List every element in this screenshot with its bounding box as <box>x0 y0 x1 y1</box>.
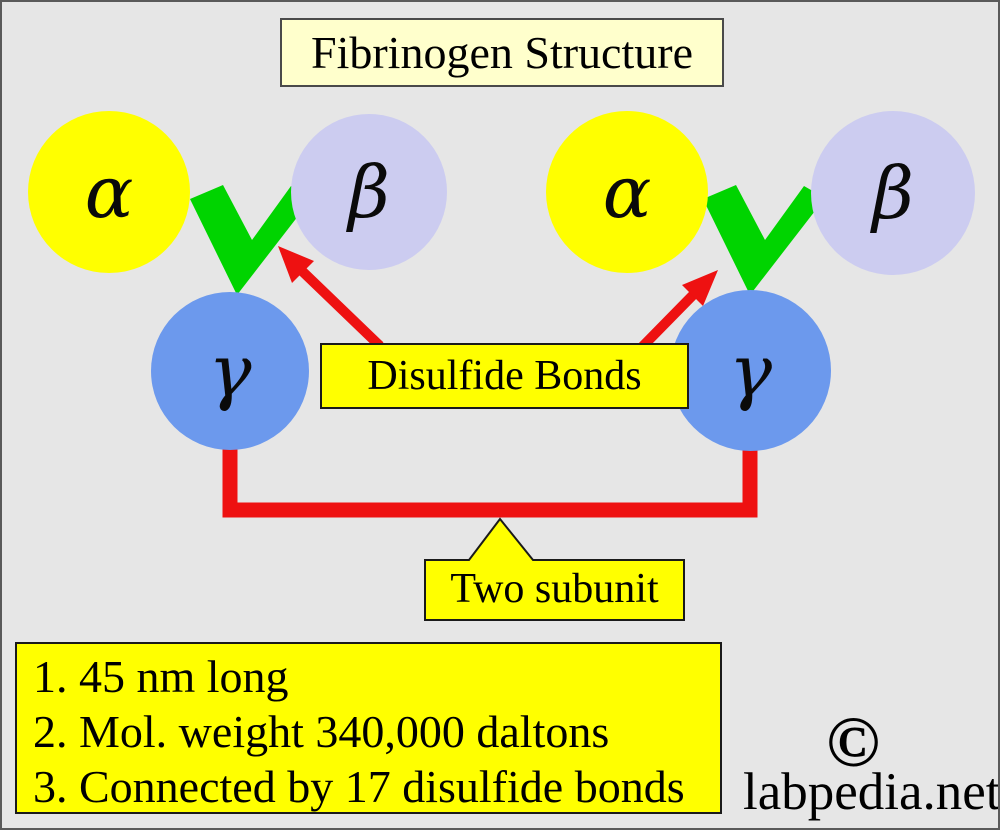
two-subunit-label: Two subunit <box>425 558 684 620</box>
beta-chain-right: β <box>811 111 975 275</box>
fact-line-3: 3. Connected by 17 disulfide bonds <box>33 761 685 812</box>
gamma-chain-right-label: γ <box>728 328 773 413</box>
fact-line-1: 1. 45 nm long <box>33 651 289 702</box>
two-subunit-label-text: Two subunit <box>450 566 659 612</box>
alpha-chain-left-label: α <box>84 150 134 234</box>
two-subunit-callout-bubble <box>424 517 685 621</box>
disulfide-bonds-label-text: Disulfide Bonds <box>367 353 642 399</box>
copyright-icon: © <box>826 702 880 782</box>
alpha-chain-left: α <box>28 111 190 273</box>
diagram-title: Fibrinogen Structure <box>280 18 724 87</box>
beta-chain-left: β <box>291 114 447 270</box>
beta-chain-left-label: β <box>348 150 390 234</box>
red-arrow-left-shaft <box>297 266 384 350</box>
disulfide-v-left-icon <box>190 185 312 295</box>
red-arrow-right-shaft <box>638 289 699 351</box>
gamma-chain-left-label: γ <box>208 329 252 413</box>
disulfide-v-right-icon <box>703 185 825 295</box>
facts-box: 1. 45 nm long 2. Mol. weight 340,000 dal… <box>15 642 722 814</box>
red-arrow-right-head-icon <box>682 270 718 306</box>
red-arrow-left-head-icon <box>278 246 314 283</box>
alpha-chain-right-label: α <box>602 150 652 234</box>
gamma-chain-right: γ <box>670 290 831 451</box>
site-watermark: labpedia.net <box>743 763 1000 821</box>
subunit-bracket <box>222 446 758 518</box>
beta-chain-right-label: β <box>872 151 914 235</box>
alpha-chain-right: α <box>546 111 708 273</box>
diagram-title-text: Fibrinogen Structure <box>311 27 693 78</box>
gamma-chain-left: γ <box>151 292 309 450</box>
disulfide-bonds-label: Disulfide Bonds <box>320 343 689 409</box>
fact-line-2: 2. Mol. weight 340,000 daltons <box>33 706 610 757</box>
